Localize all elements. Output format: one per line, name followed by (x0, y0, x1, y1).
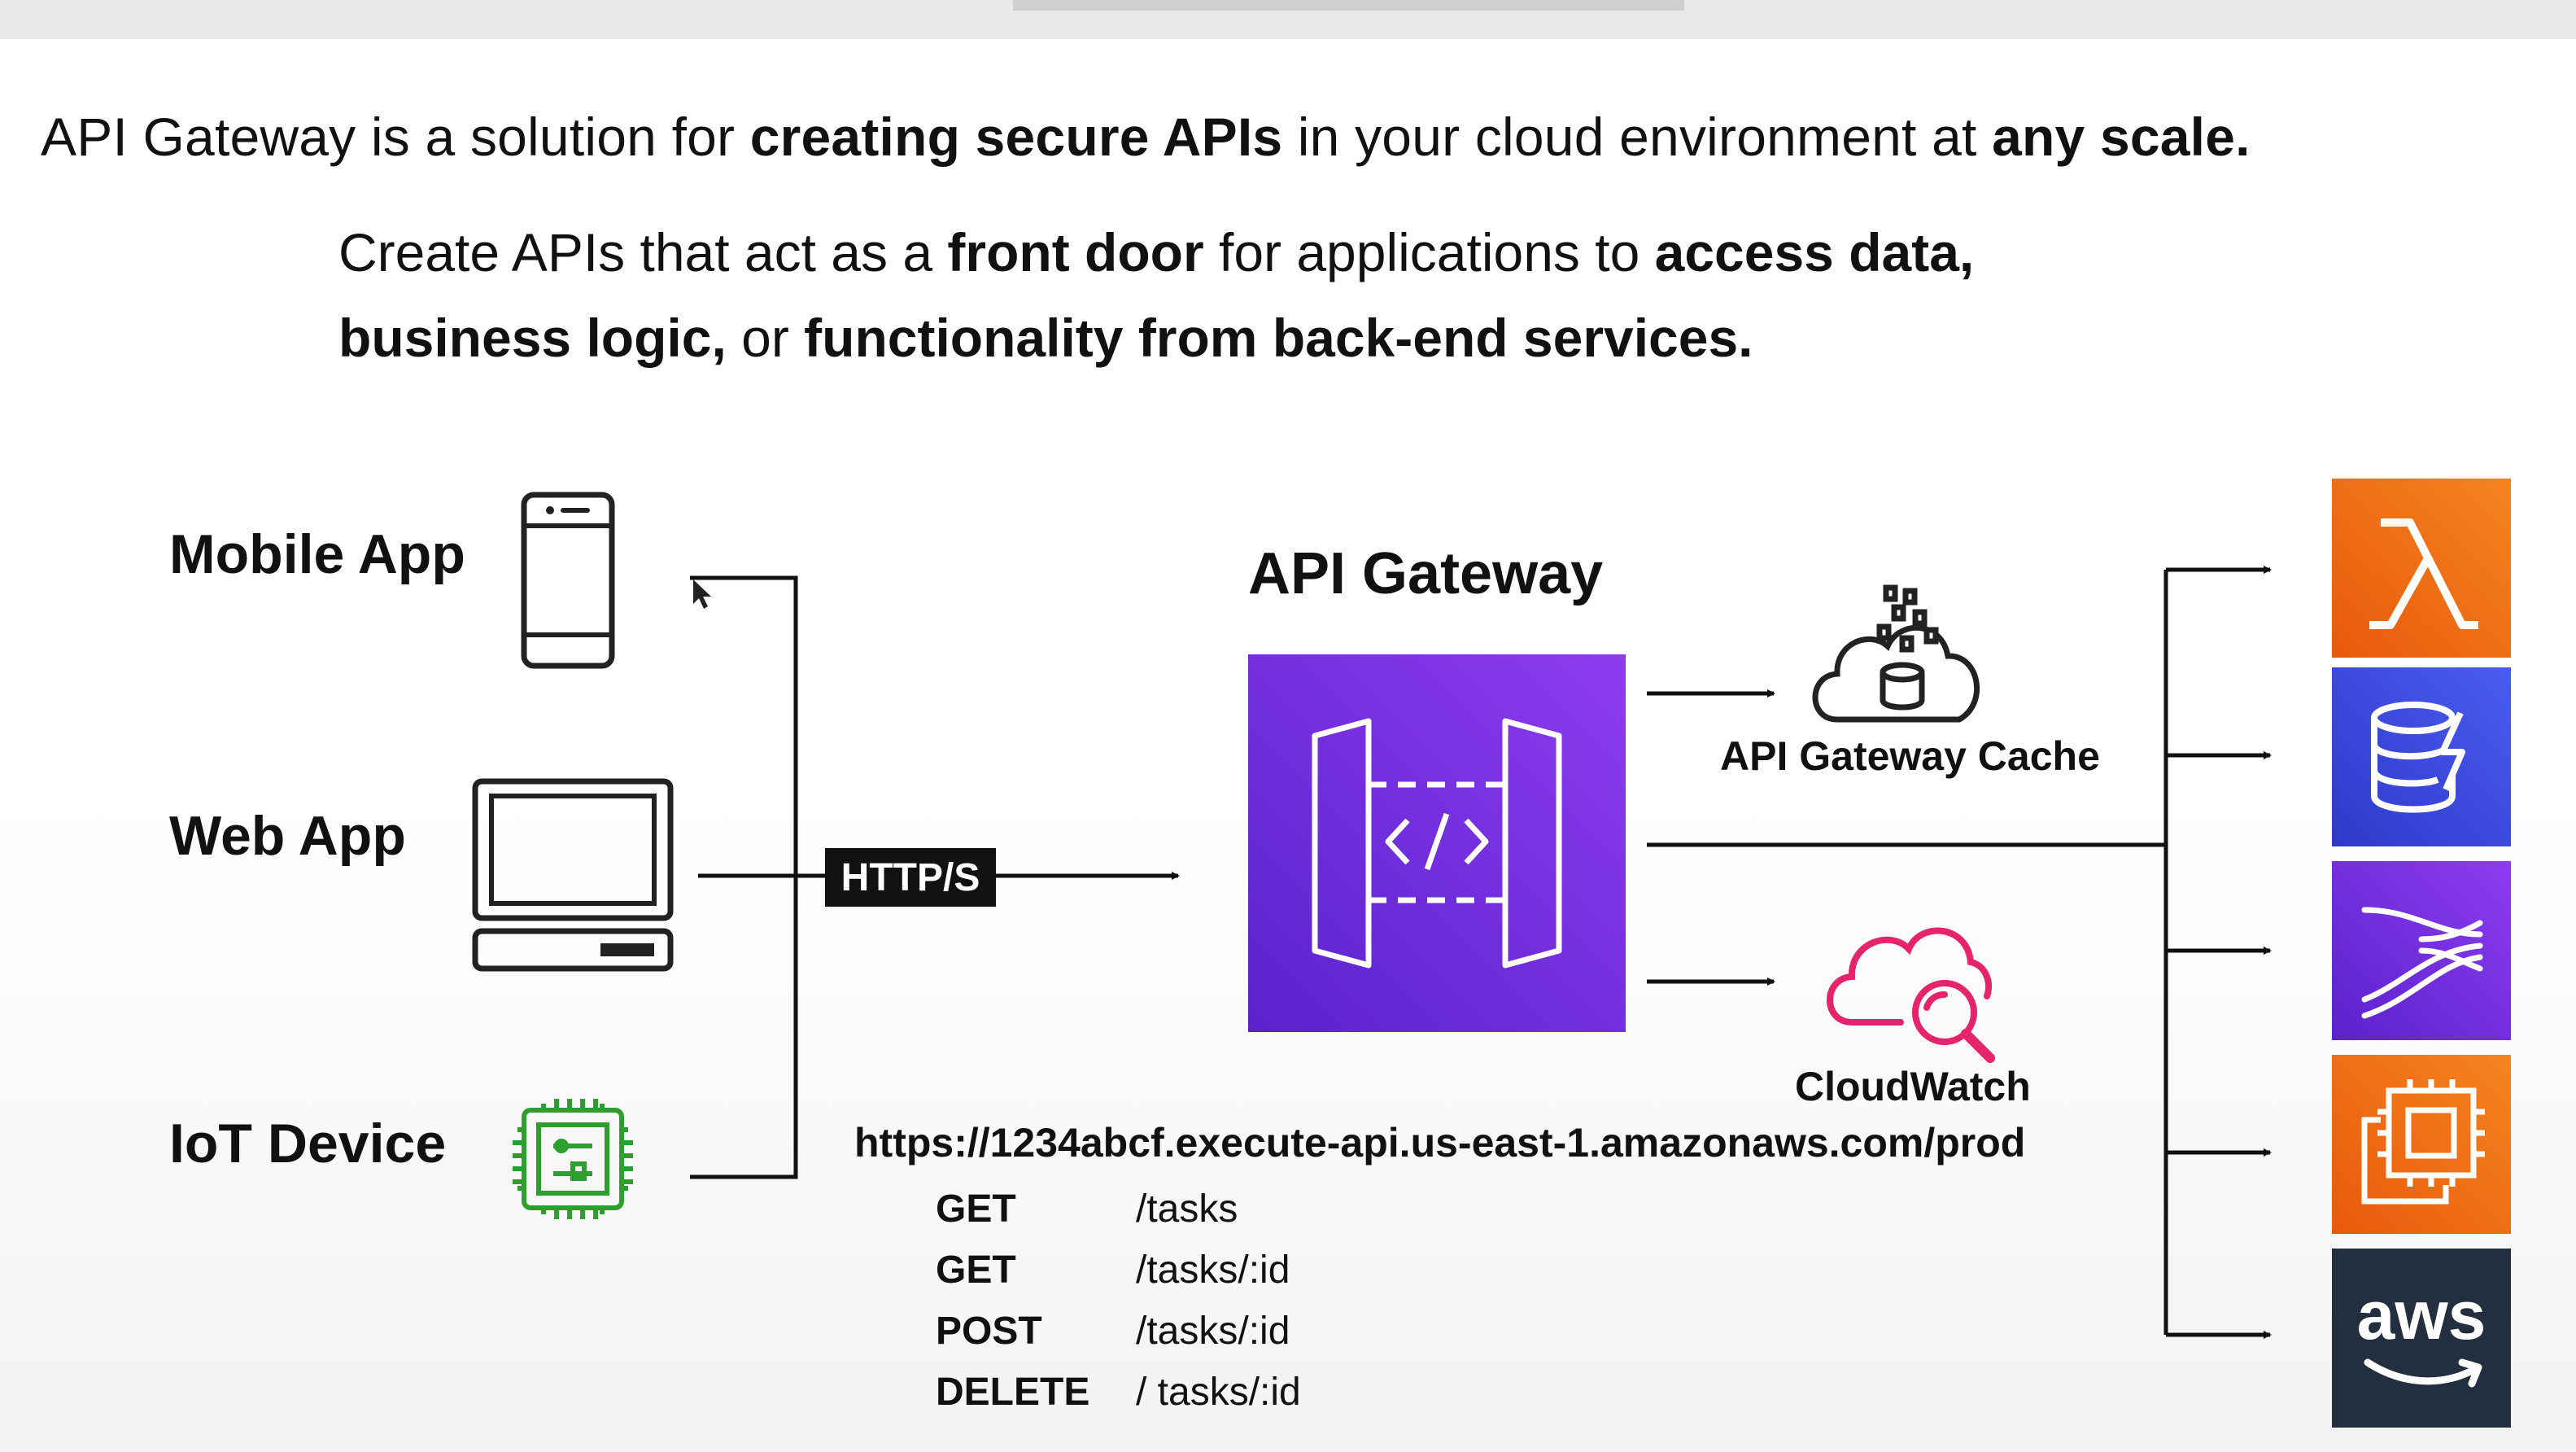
api-gateway-cache-label: API Gateway Cache (1720, 733, 2100, 779)
kinesis-icon (2332, 861, 2511, 1040)
aws-logo-tile: aws (2332, 1249, 2511, 1428)
route-method: POST (936, 1310, 1042, 1353)
routes-list: GET/tasks GET/tasks/:id POST/tasks/:id D… (936, 1179, 1301, 1423)
aws-logo-icon (2364, 1358, 2482, 1388)
subtitle-line-2: business logic, or functionality from ba… (338, 307, 1753, 369)
subtitle-bold-3: business logic, (338, 308, 727, 368)
ec2-icon (2332, 1055, 2511, 1234)
mobile-app-label: Mobile App (169, 523, 465, 585)
route-path: /tasks (1136, 1187, 1238, 1231)
cursor-icon (693, 579, 711, 609)
mobile-phone-icon (521, 492, 615, 669)
headline-bold-1: creating secure APIs (749, 107, 1283, 167)
route-method: DELETE (936, 1371, 1090, 1414)
api-gateway-title: API Gateway (1248, 541, 1604, 606)
route-path: /tasks/:id (1136, 1249, 1290, 1292)
iot-device-label: IoT Device (169, 1113, 447, 1174)
subtitle-bold-1: front door (947, 222, 1204, 282)
endpoint-url: https://1234abcf.execute-api.us-east-1.a… (854, 1120, 2026, 1166)
desktop-computer-icon (472, 778, 674, 972)
route-row: GET/tasks (936, 1179, 1301, 1240)
route-path: / tasks/:id (1136, 1371, 1301, 1414)
cloudwatch-icon (1827, 927, 1995, 1063)
route-method: GET (936, 1187, 1016, 1231)
route-row: POST/tasks/:id (936, 1301, 1301, 1362)
lambda-icon (2332, 479, 2511, 658)
top-bar (0, 0, 2576, 39)
headline-text-2: in your cloud environment at (1282, 107, 1993, 167)
top-bar-segment (1013, 0, 1684, 11)
aws-logo-text: aws (2356, 1277, 2486, 1354)
cloudwatch-label: CloudWatch (1795, 1064, 2031, 1109)
subtitle-text-2: for applications to (1203, 222, 1655, 282)
route-row: DELETE / tasks/:id (936, 1362, 1301, 1423)
api-gateway-icon (1248, 654, 1626, 1032)
route-path: /tasks/:id (1136, 1310, 1290, 1353)
route-method: GET (936, 1249, 1016, 1292)
subtitle-bold-4: functionality from back-end services. (804, 308, 1753, 368)
http-protocol-badge: HTTP/S (825, 848, 996, 907)
headline: API Gateway is a solution for creating s… (41, 106, 2251, 168)
cache-cloud-icon (1812, 584, 1980, 723)
iot-chip-icon (513, 1099, 633, 1219)
subtitle-text-1: Create APIs that act as a (338, 222, 948, 282)
route-row: GET/tasks/:id (936, 1240, 1301, 1301)
subtitle-bold-2: access data, (1654, 222, 1975, 282)
subtitle-line-1: Create APIs that act as a front door for… (338, 221, 1974, 283)
web-app-label: Web App (169, 805, 406, 867)
headline-text-1: API Gateway is a solution for (41, 107, 750, 167)
headline-bold-2: any scale. (1992, 107, 2251, 167)
subtitle-text-3: or (726, 308, 805, 368)
dynamodb-icon (2332, 667, 2511, 846)
